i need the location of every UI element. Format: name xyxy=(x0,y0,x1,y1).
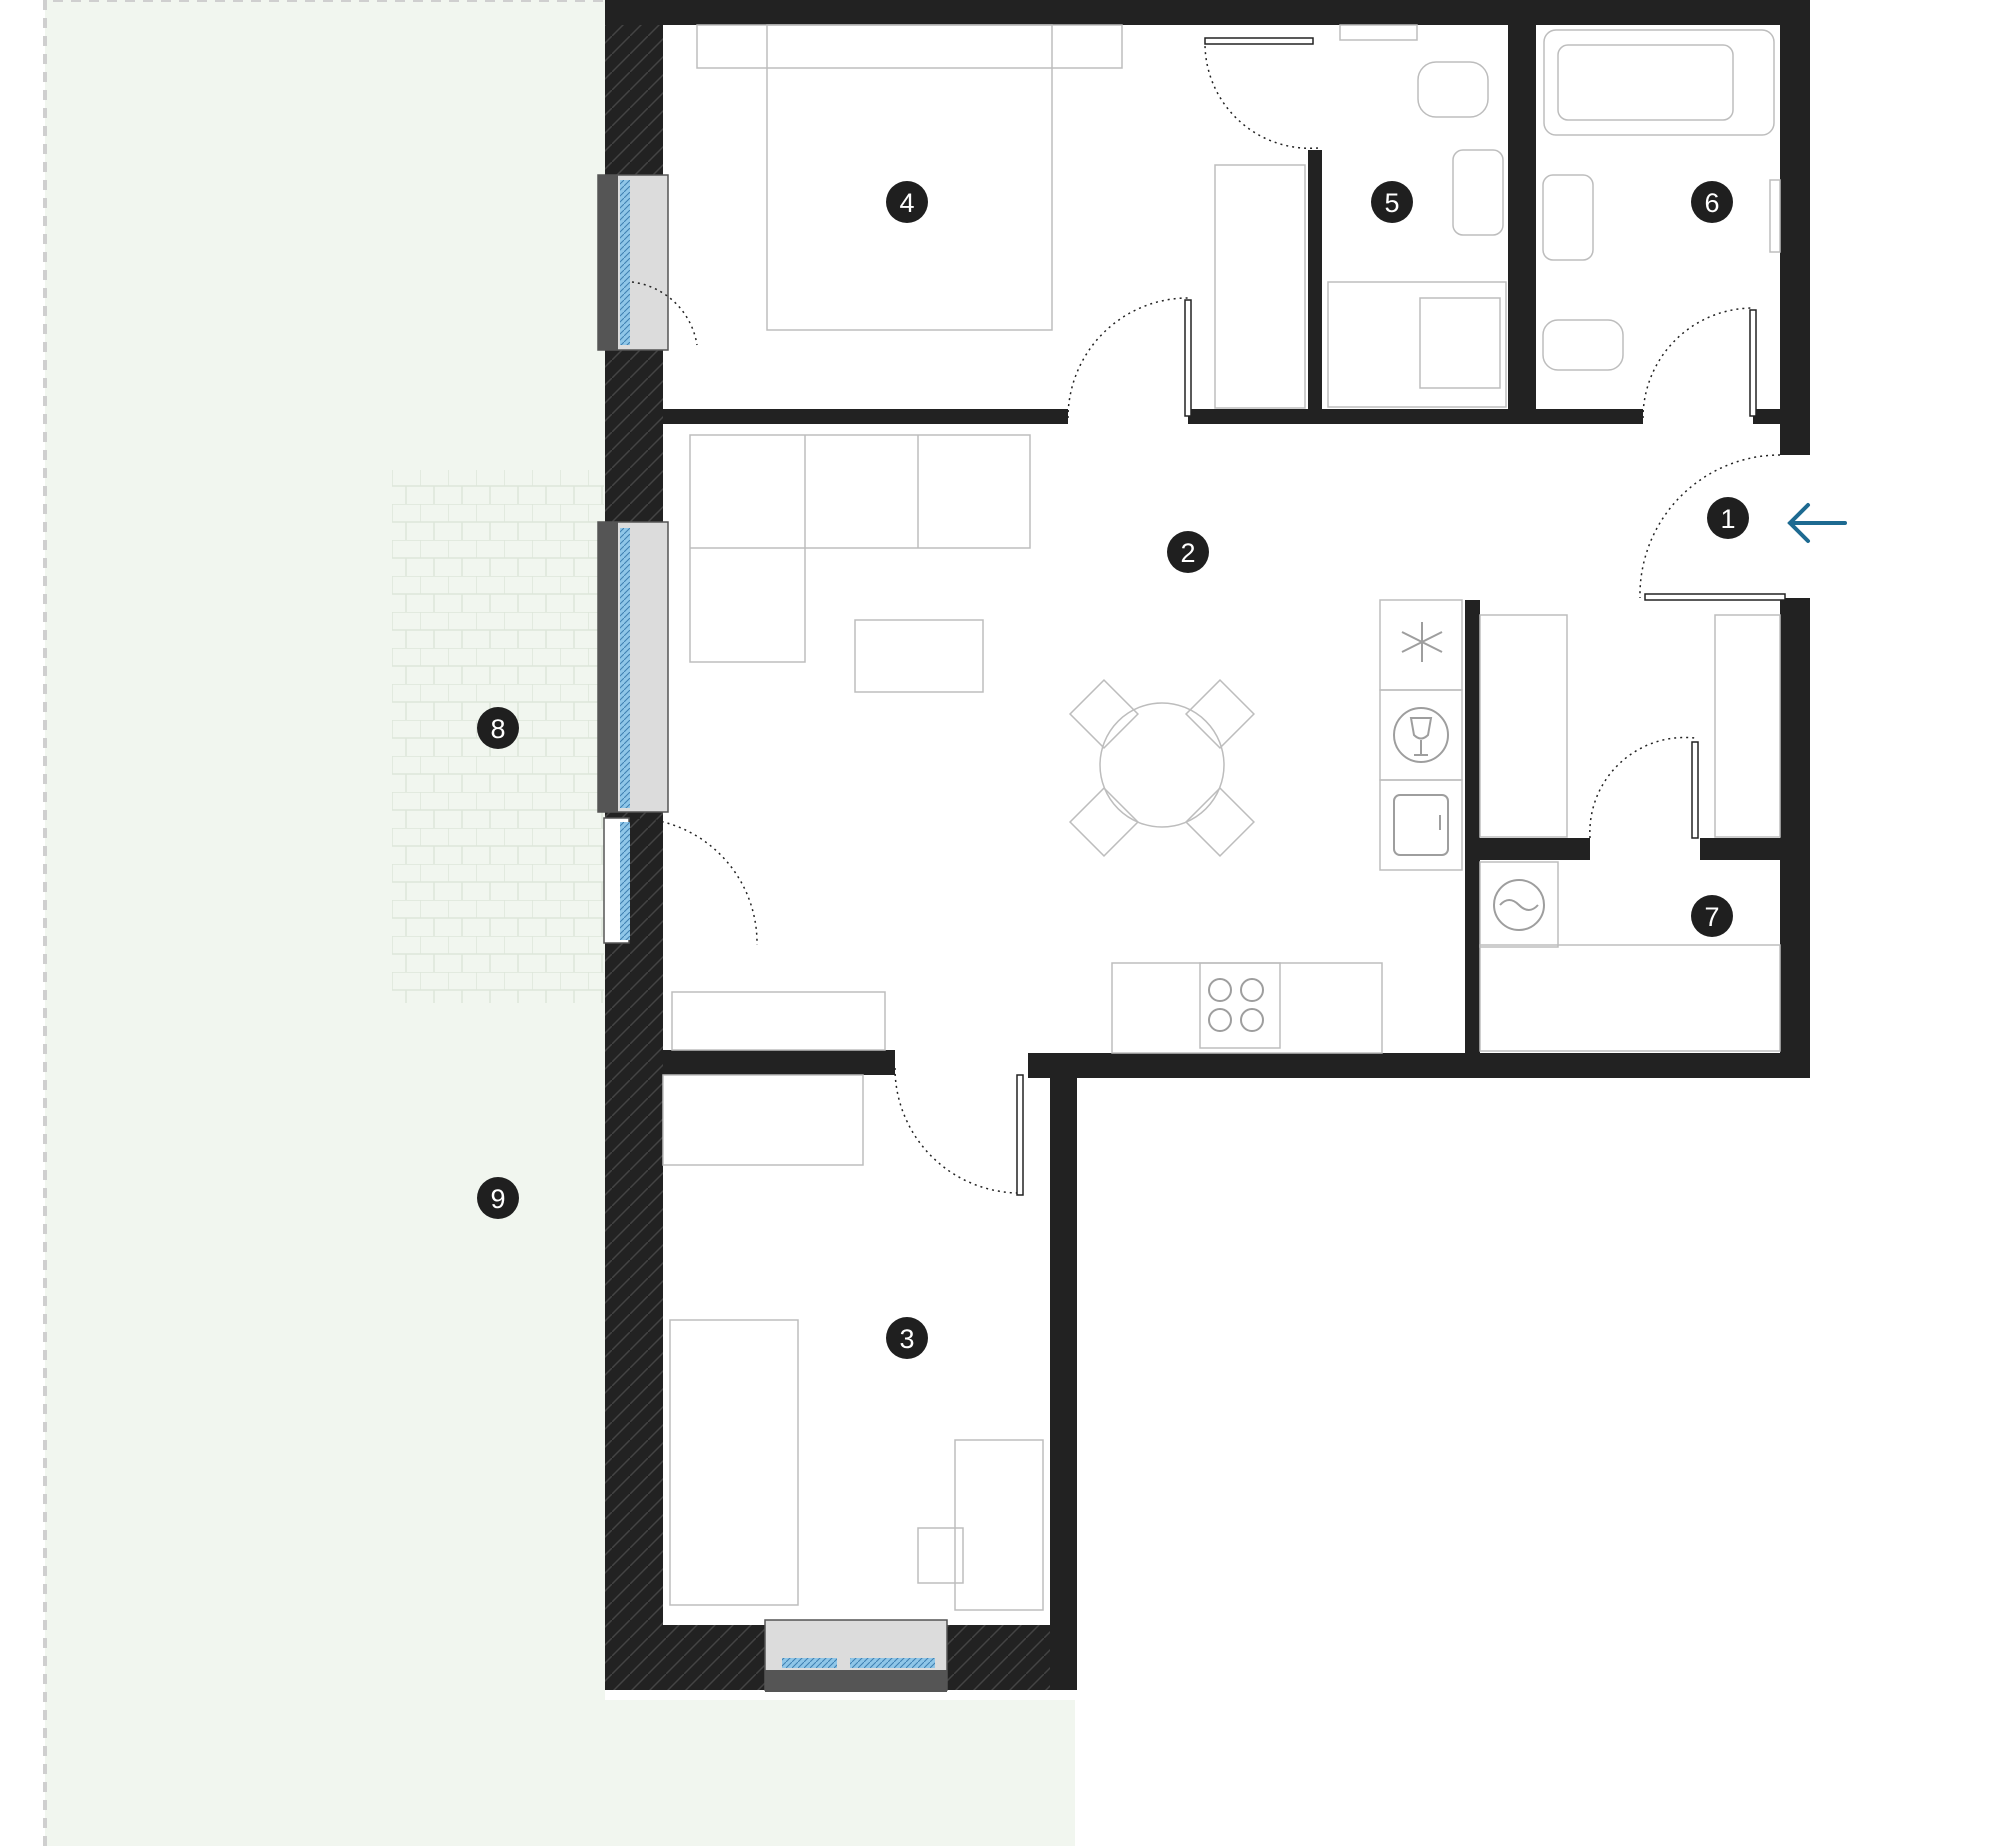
room-badge-circle xyxy=(477,707,519,749)
room-badge-bathroom: 6 xyxy=(1691,181,1733,223)
interior-floor xyxy=(605,0,1810,1685)
room-badge-garden: 9 xyxy=(477,1177,519,1219)
room-number-label: 3 xyxy=(899,1324,914,1354)
room-badge-circle xyxy=(886,1317,928,1359)
room-badge-circle xyxy=(1371,181,1413,223)
cooktop-icon xyxy=(1208,978,1264,1032)
interior-walls xyxy=(663,25,1780,1075)
room-badge-circle xyxy=(1167,531,1209,573)
room-badge-living: 2 xyxy=(1167,531,1209,573)
wineglass-icon xyxy=(1393,707,1449,763)
room-number-label: 8 xyxy=(490,714,505,744)
room-badge-wc: 5 xyxy=(1371,181,1413,223)
arrow-left-icon xyxy=(1787,503,1847,543)
room-badge-circle xyxy=(1707,497,1749,539)
doors xyxy=(631,37,1786,1196)
room-number-label: 2 xyxy=(1180,538,1195,568)
furniture xyxy=(662,24,1781,1611)
room-badge-circle xyxy=(886,181,928,223)
windows xyxy=(597,174,948,1692)
room-badge-circle xyxy=(1691,895,1733,937)
snowflake-icon xyxy=(1401,622,1443,662)
room-badges: 1 2 3 4 5 6 7 8 9 xyxy=(477,181,1749,1359)
room-badge-circle xyxy=(477,1177,519,1219)
sink-icon xyxy=(1393,794,1449,856)
room-number-label: 1 xyxy=(1720,504,1735,534)
room-number-label: 7 xyxy=(1704,902,1719,932)
room-number-label: 4 xyxy=(899,188,914,218)
room-badge-utility: 7 xyxy=(1691,895,1733,937)
room-badge-bedroom-south: 3 xyxy=(886,1317,928,1359)
room-badge-bedroom-north: 4 xyxy=(886,181,928,223)
washing-machine-icon xyxy=(1493,879,1545,931)
room-badge-entry: 1 xyxy=(1707,497,1749,539)
room-number-label: 6 xyxy=(1704,188,1719,218)
room-badge-circle xyxy=(1691,181,1733,223)
room-number-label: 5 xyxy=(1384,188,1399,218)
room-number-label: 9 xyxy=(490,1184,505,1214)
room-badge-terrace: 8 xyxy=(477,707,519,749)
